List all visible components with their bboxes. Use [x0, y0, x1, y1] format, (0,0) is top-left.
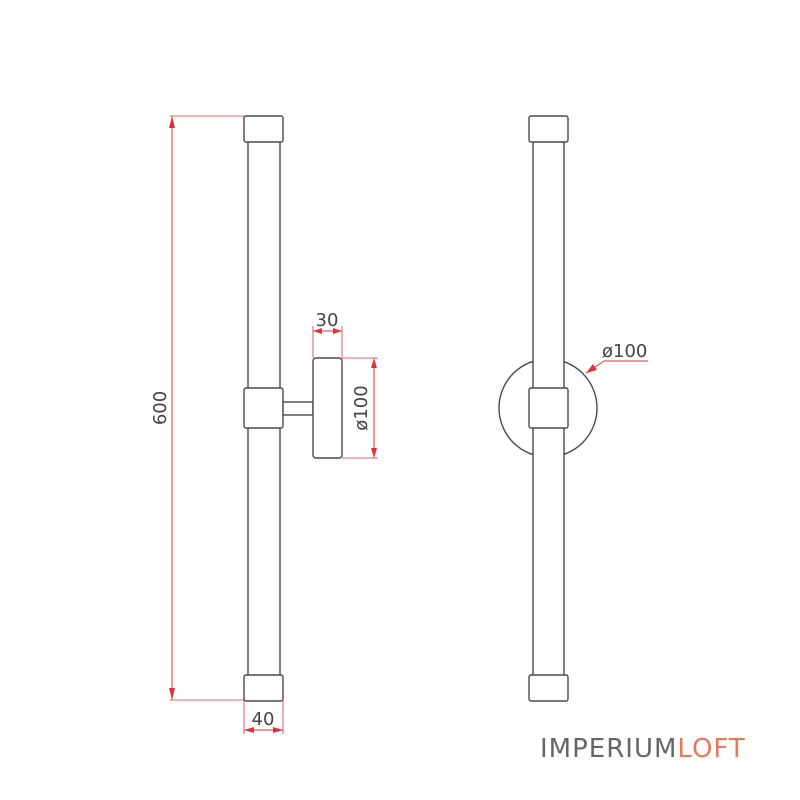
depth-dimension: 30 [312, 310, 343, 358]
front-view: ø100 [498, 115, 648, 702]
front-diameter-dimension: ø100 [585, 341, 648, 374]
height-label: 600 [150, 391, 171, 425]
brand-part1: IMPERIUM [540, 734, 678, 764]
brand-logo: IMPERIUMLOFT [540, 734, 746, 764]
front-middle-joint [528, 387, 569, 429]
side-diameter-dimension: ø100 [342, 357, 378, 459]
side-wall-plate [312, 357, 343, 459]
front-bottom-cap [528, 674, 569, 702]
side-arm [282, 401, 314, 416]
side-diameter-label: ø100 [351, 385, 372, 430]
depth-label: 30 [316, 310, 339, 331]
front-top-cap [528, 115, 569, 143]
side-bottom-cap [243, 674, 284, 702]
width-label: 40 [252, 709, 275, 730]
width-dimension: 40 [243, 700, 284, 734]
side-view: 600 40 30 ø100 [150, 115, 378, 734]
height-dimension: 600 [150, 115, 244, 701]
brand-part2: LOFT [677, 734, 746, 764]
side-middle-joint [243, 387, 284, 429]
front-diameter-label: ø100 [602, 341, 647, 362]
side-top-cap [243, 115, 284, 143]
